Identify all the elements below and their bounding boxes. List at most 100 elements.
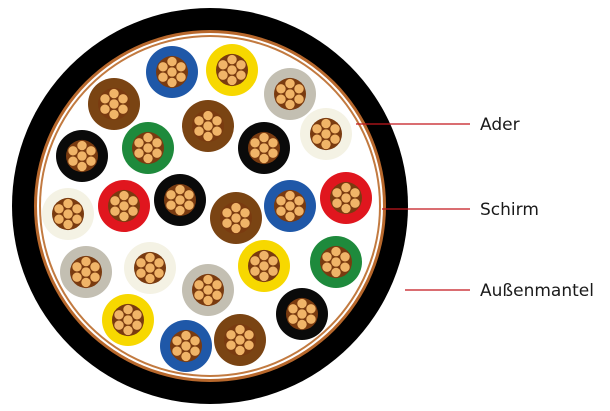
- core-yellow: [238, 240, 290, 292]
- copper-strand: [175, 61, 187, 73]
- copper-strand: [284, 189, 296, 202]
- copper-strand: [202, 109, 214, 122]
- copper-strand: [320, 117, 332, 130]
- copper-strand: [80, 255, 92, 268]
- copper-strand: [99, 93, 111, 105]
- copper-strand: [321, 251, 333, 263]
- copper-strand: [305, 303, 317, 315]
- copper-strand: [67, 145, 79, 157]
- copper-strand: [108, 87, 120, 100]
- core-blue: [146, 46, 198, 98]
- core-grey: [264, 68, 316, 120]
- copper-strand: [340, 202, 352, 215]
- label-shield: Schirm: [480, 200, 539, 220]
- core-black: [56, 130, 108, 182]
- copper-strand: [239, 207, 251, 219]
- copper-strand: [258, 152, 270, 165]
- core-grey: [60, 246, 112, 298]
- copper-strand: [249, 147, 261, 159]
- copper-strand: [221, 217, 233, 229]
- copper-strand: [76, 160, 88, 173]
- copper-strand: [275, 83, 287, 95]
- label-outer-jacket: Außenmantel: [480, 281, 594, 301]
- copper-strand: [284, 210, 296, 223]
- copper-strand: [234, 323, 246, 336]
- label-core: Ader: [480, 115, 520, 135]
- copper-strand: [320, 138, 332, 151]
- copper-strand: [226, 74, 238, 87]
- copper-strand: [71, 271, 83, 283]
- copper-strand: [118, 189, 130, 202]
- copper-strand: [258, 270, 270, 283]
- core-red: [320, 172, 372, 224]
- copper-strand: [165, 199, 177, 211]
- copper-strand: [53, 203, 65, 215]
- copper-strand: [193, 115, 205, 127]
- copper-strand: [340, 181, 352, 194]
- copper-strand: [166, 55, 178, 68]
- copper-strand: [165, 189, 177, 201]
- copper-strand: [117, 93, 129, 105]
- core-white: [42, 188, 94, 240]
- copper-strand: [331, 197, 343, 209]
- copper-strand: [171, 335, 183, 347]
- copper-strand: [71, 261, 83, 273]
- copper-strand: [329, 123, 341, 135]
- copper-strand: [127, 195, 139, 207]
- core-brown: [210, 192, 262, 244]
- core-black: [276, 288, 328, 340]
- copper-strand: [249, 137, 261, 149]
- copper-strand: [118, 210, 130, 223]
- copper-strand: [89, 261, 101, 273]
- copper-strand: [287, 303, 299, 315]
- copper-strand: [293, 83, 305, 95]
- copper-strand: [151, 137, 163, 149]
- copper-strand: [230, 222, 242, 235]
- copper-strand: [171, 345, 183, 357]
- copper-strand: [80, 276, 92, 289]
- copper-strand: [180, 350, 192, 363]
- cores-group: [42, 44, 372, 372]
- copper-strand: [217, 69, 229, 81]
- core-white: [300, 108, 352, 160]
- copper-strand: [202, 273, 214, 286]
- copper-strand: [267, 255, 279, 267]
- copper-strand: [113, 319, 125, 331]
- copper-strand: [339, 251, 351, 263]
- copper-strand: [142, 152, 154, 165]
- copper-strand: [284, 77, 296, 90]
- copper-strand: [67, 155, 79, 167]
- core-yellow: [102, 294, 154, 346]
- core-brown: [182, 100, 234, 152]
- copper-strand: [230, 201, 242, 214]
- core-red: [98, 180, 150, 232]
- copper-strand: [174, 183, 186, 196]
- copper-strand: [330, 266, 342, 279]
- copper-strand: [225, 329, 237, 341]
- core-brown: [88, 78, 140, 130]
- copper-strand: [275, 93, 287, 105]
- copper-strand: [321, 261, 333, 273]
- copper-strand: [85, 145, 97, 157]
- copper-strand: [249, 265, 261, 277]
- copper-strand: [275, 205, 287, 217]
- copper-strand: [113, 309, 125, 321]
- copper-strand: [133, 147, 145, 159]
- copper-strand: [211, 279, 223, 291]
- copper-strand: [157, 71, 169, 83]
- copper-strand: [331, 187, 343, 199]
- copper-strand: [189, 335, 201, 347]
- copper-strand: [221, 207, 233, 219]
- copper-strand: [135, 257, 147, 269]
- copper-strand: [53, 213, 65, 225]
- copper-strand: [202, 294, 214, 307]
- copper-strand: [293, 195, 305, 207]
- core-blue: [160, 320, 212, 372]
- copper-strand: [76, 139, 88, 152]
- copper-strand: [296, 297, 308, 310]
- copper-strand: [109, 195, 121, 207]
- copper-strand: [243, 329, 255, 341]
- core-green: [122, 122, 174, 174]
